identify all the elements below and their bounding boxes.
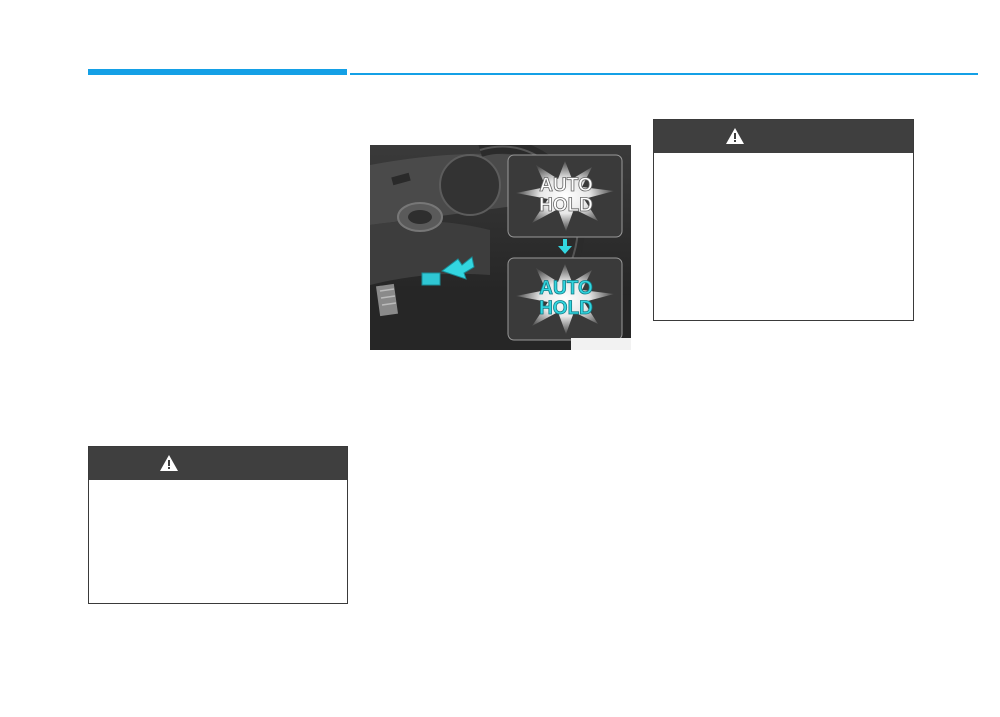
figure-code-label [571,338,631,350]
auto-hold-figure: AUTO HOLD AUTO HOLD [370,145,631,350]
warning-box-left [88,446,348,604]
header-rule-thin [350,73,978,75]
indicator-off-line2: HOLD [539,195,593,216]
indicator-on-line2: HOLD [539,298,593,319]
warning-header [89,447,347,480]
warning-triangle-icon [726,128,744,144]
warning-box-right [653,119,914,321]
indicator-off-line1: AUTO [539,175,592,196]
indicator-on-line1: AUTO [539,278,592,299]
warning-triangle-icon [160,455,178,471]
indicator-off-panel [507,154,623,238]
warning-header [654,120,913,153]
car-interior-illustration: AUTO HOLD AUTO HOLD [370,145,631,350]
indicator-on-panel [507,257,623,341]
header-rule-thick [88,69,347,75]
